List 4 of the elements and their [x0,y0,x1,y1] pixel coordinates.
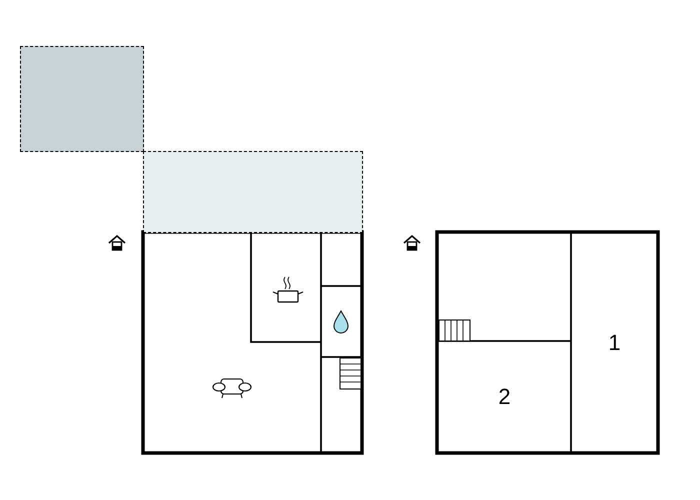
terrace-area [20,46,144,152]
room-number: 1 [608,332,621,354]
terrace-area [143,151,363,233]
room-number: 2 [498,386,511,408]
